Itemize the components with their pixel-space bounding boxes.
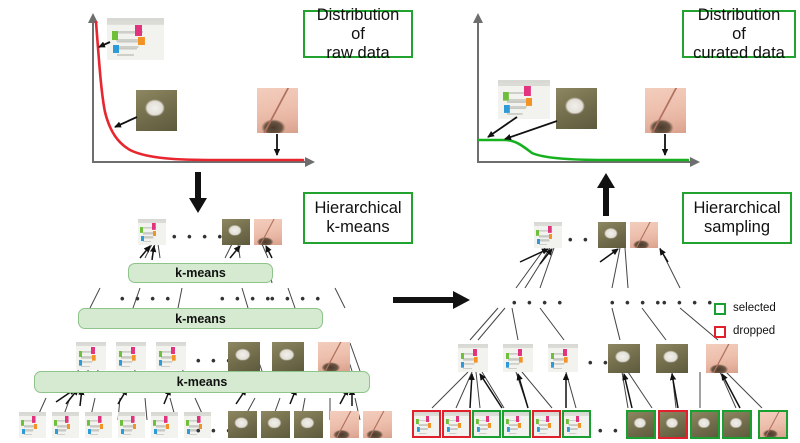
- curated-arrow-to-dog: [504, 120, 558, 141]
- right-mid-node-document-2: [503, 344, 533, 372]
- sampling-to-curated-arrow: [597, 173, 615, 216]
- raw-chart-document-thumbnail: [107, 18, 164, 60]
- right-mid-node-pink-1: [706, 344, 738, 373]
- curated-distribution-curve: [477, 138, 690, 162]
- legend-label-selected: selected: [733, 302, 776, 314]
- right-leaf-node-dog-1-selected: [628, 412, 654, 437]
- right-leaf-node-document-3-selected: [474, 412, 499, 436]
- raw-chart-pink-thumbnail: [257, 88, 298, 133]
- left-leaf-node-pink-1: [330, 411, 359, 438]
- right-leaf-node-dog-4-selected: [724, 412, 750, 437]
- left-leaf-node-document-2: [52, 412, 79, 438]
- raw-chart-dog-thumbnail: [136, 90, 177, 131]
- left-mid-node-document-1: [76, 342, 106, 370]
- left-top-node-pink: [254, 219, 282, 245]
- right-leaf-node-document-4-selected: [504, 412, 529, 436]
- kmeans-bar-level-2: k-means: [78, 308, 323, 329]
- raw-chart-x-axis-arrowhead: [305, 157, 315, 167]
- left-leaf-node-document-5: [151, 412, 178, 438]
- right-leaf-node-document-5-dropped: [534, 412, 559, 436]
- raw-to-kmeans-arrow: [189, 172, 207, 213]
- right-mid-node-document-1: [458, 344, 488, 372]
- left-mid-node-document-3: [156, 342, 186, 370]
- left-leaf-node-document-6: [184, 412, 211, 438]
- curated-chart-document-thumbnail: [498, 80, 550, 119]
- right-mid-node-dog-1: [608, 344, 640, 373]
- right-mid-separator-dots-c: • • • •: [662, 295, 716, 310]
- right-top-node-pink: [630, 222, 658, 248]
- kmeans-bar-level-3: k-means: [34, 371, 370, 393]
- right-leaf-node-pink-1-selected: [760, 412, 786, 437]
- hierarchical-kmeans-label: Hierarchical k-means: [303, 192, 413, 244]
- left-mid-node-pink-1: [318, 342, 350, 371]
- right-mid-separator-dots-b: • • • •: [610, 295, 664, 310]
- left-top-separator-dots: • • • •: [172, 229, 226, 244]
- curated-chart-y-axis-arrowhead: [473, 13, 483, 23]
- left-leaf-node-dog-1: [228, 411, 257, 438]
- left-leaf-node-document-3: [85, 412, 112, 438]
- raw-chart-y-axis-arrowhead: [88, 13, 98, 23]
- left-top-node-document: [138, 219, 166, 245]
- legend-swatch-selected: [714, 303, 726, 315]
- right-leaf-node-dog-2-dropped: [660, 412, 686, 437]
- left-mid-separator-dots-a: • • • •: [120, 291, 174, 306]
- curated-chart-y-axis: [477, 22, 479, 162]
- right-mid-node-dog-2: [656, 344, 688, 373]
- curated-arrow-to-document: [487, 116, 518, 138]
- curated-chart-pink-thumbnail: [645, 88, 686, 133]
- right-leaf-node-document-2-dropped: [444, 412, 469, 436]
- left-leaf-node-pink-2: [363, 411, 392, 438]
- raw-arrow-to-dog: [114, 116, 138, 128]
- right-leaf-node-document-6-selected: [564, 412, 589, 436]
- kmeans-to-sampling-arrow: [393, 291, 470, 309]
- left-mid-node-document-2: [116, 342, 146, 370]
- curated-chart-dog-thumbnail: [556, 88, 597, 129]
- raw-chart-y-axis: [92, 22, 94, 162]
- legend-label-dropped: dropped: [733, 325, 776, 337]
- curated-chart-x-axis-arrowhead: [690, 157, 700, 167]
- left-leaf-node-dog-2: [261, 411, 290, 438]
- curated-chart-x-axis: [477, 161, 692, 163]
- right-top-node-document: [534, 222, 562, 248]
- left-mid-node-dog-2: [272, 342, 304, 371]
- left-mid-separator-dots-b: • • • •: [220, 291, 274, 306]
- raw-chart-x-axis: [92, 161, 307, 163]
- left-leaf-node-dog-3: [294, 411, 323, 438]
- legend-swatch-dropped: [714, 326, 726, 338]
- raw-distribution-label: Distribution of raw data: [303, 6, 413, 62]
- left-mid-node-dog-1: [228, 342, 260, 371]
- left-leaf-node-document-4: [118, 412, 145, 438]
- right-leaf-node-dog-3-selected: [692, 412, 718, 437]
- left-leaf-node-document-1: [19, 412, 46, 438]
- right-mid-node-document-3: [548, 344, 578, 372]
- hierarchical-sampling-label: Hierarchical sampling: [682, 192, 792, 244]
- curated-distribution-label: Distribution of curated data: [682, 6, 796, 62]
- left-mid-separator-dots-c: • • • •: [270, 291, 324, 306]
- right-top-node-dog: [598, 222, 626, 248]
- left-top-node-dog: [222, 219, 250, 245]
- right-leaf-node-document-1-dropped: [414, 412, 439, 436]
- right-mid-separator-dots-a: • • • •: [512, 295, 566, 310]
- kmeans-bar-level-1: k-means: [128, 263, 273, 283]
